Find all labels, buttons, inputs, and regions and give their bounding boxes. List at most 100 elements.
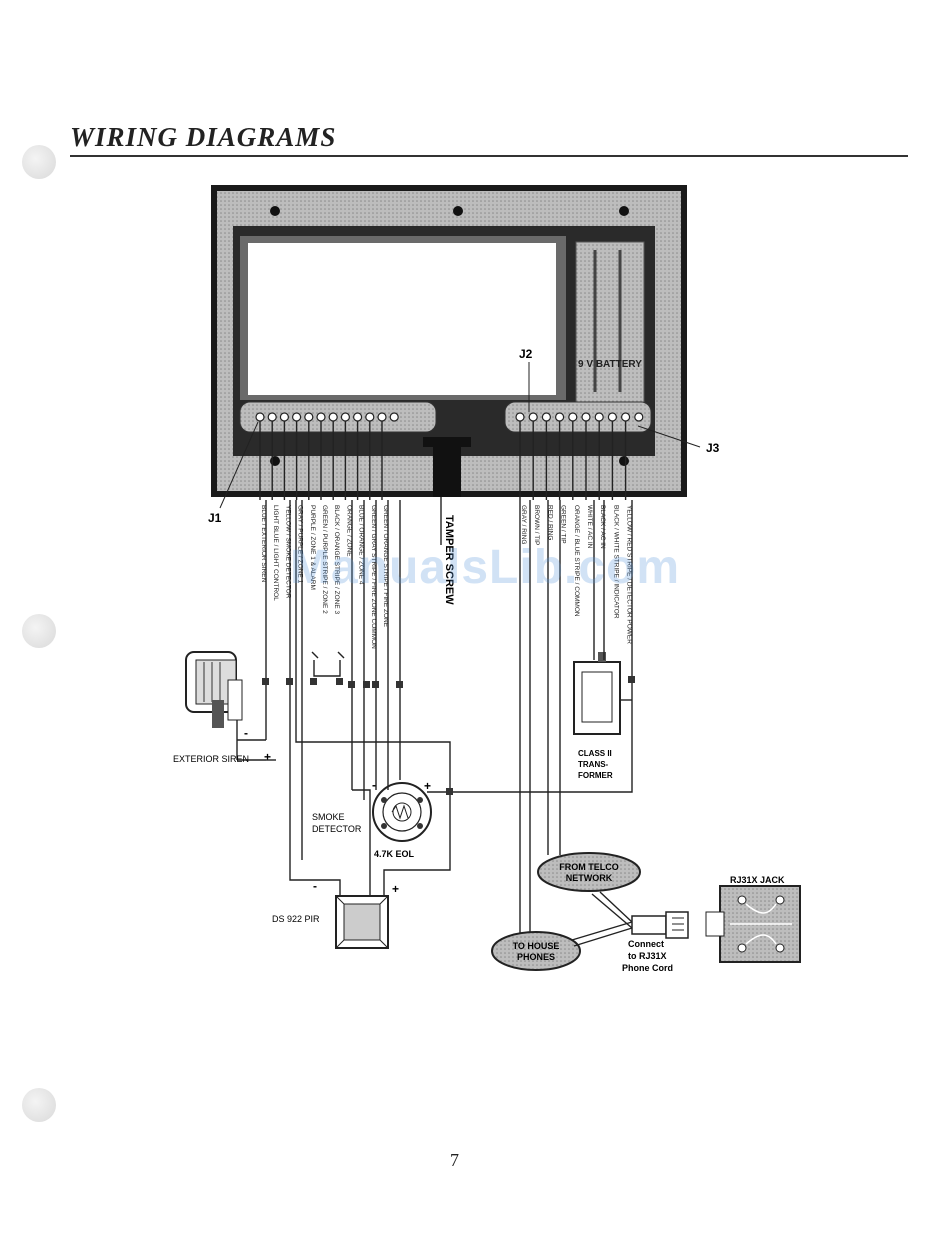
j1-terminal bbox=[267, 412, 277, 422]
class-ii-transformer bbox=[573, 652, 621, 735]
connect-label-2: to RJ31X bbox=[628, 951, 667, 961]
connector-j3-label: J3 bbox=[706, 441, 720, 455]
telco-label-1: FROM TELCO bbox=[559, 862, 619, 872]
j2-j3-wire-label: ORANGE / BLUE STRIPE / COMMON bbox=[573, 505, 580, 617]
j3-leader bbox=[637, 425, 701, 448]
punch-hole-bottom bbox=[22, 1088, 56, 1122]
mount-screw bbox=[453, 206, 463, 216]
transformer-label-1: CLASS II bbox=[578, 749, 612, 758]
connector-j2-label: J2 bbox=[519, 347, 533, 361]
tamper-bracket bbox=[423, 437, 471, 447]
j2-j3-wire-label: YELLOW / RED STRIPE / DETECTOR POWER bbox=[626, 505, 633, 644]
j1-terminal bbox=[389, 412, 399, 422]
transformer-label-3: FORMER bbox=[578, 771, 613, 780]
j2-j3-terminals bbox=[515, 412, 644, 422]
j2-j3-terminal bbox=[515, 412, 525, 422]
battery-compartment bbox=[575, 241, 645, 403]
j1-leader bbox=[219, 421, 259, 509]
j1-wire-label: BLUE / EXTERIOR SIREN bbox=[260, 505, 267, 583]
j1-wire-label: GREEN / PURPLE STRIPE / ZONE 2 bbox=[321, 505, 328, 614]
rj31x-jack bbox=[705, 885, 801, 963]
smoke-detector-label-1: SMOKE bbox=[312, 812, 345, 822]
j1-wire-label: ORANGE / ZONE bbox=[345, 505, 352, 557]
terminal-strip-j1 bbox=[239, 401, 437, 433]
j2-j3-terminal bbox=[581, 412, 591, 422]
j2-j3-wire-label: RED / RING bbox=[546, 505, 553, 540]
tamper-label: TAMPER SCREW bbox=[443, 515, 455, 605]
pir-positive: + bbox=[392, 882, 399, 896]
j2-j3-terminal bbox=[634, 412, 644, 422]
connector-j1-label: J1 bbox=[208, 511, 222, 525]
j1-wire-label: GRAY / PURPLE / ZONE 1 bbox=[297, 505, 304, 584]
punch-hole-middle bbox=[22, 614, 56, 648]
j2-j3-wire-label: GREEN / TIP bbox=[560, 505, 567, 544]
rj31x-plug bbox=[631, 911, 689, 939]
j1-terminal bbox=[353, 412, 363, 422]
smoke-positive: + bbox=[424, 779, 431, 793]
j2-j3-terminal bbox=[594, 412, 604, 422]
field-wiring bbox=[265, 500, 633, 940]
wire-splices bbox=[262, 676, 635, 795]
j1-wire-label: BLACK / ORANGE STRIPE / ZONE 3 bbox=[333, 505, 340, 614]
smoke-detector-label-2: DETECTOR bbox=[312, 824, 362, 834]
mount-screw bbox=[619, 206, 629, 216]
j2-j3-wire-label: BLACK / AC IN bbox=[599, 505, 606, 549]
j2-j3-terminal bbox=[554, 412, 565, 422]
j2-j3-wire-label: BROWN / TIP bbox=[533, 505, 540, 545]
eol-label: 4.7K EOL bbox=[374, 849, 415, 859]
page-number: 7 bbox=[450, 1150, 459, 1170]
j2-j3-wire-label: WHITE / AC IN bbox=[586, 505, 593, 549]
control-panel: 9 V BATTERY bbox=[211, 185, 687, 497]
j1-wire-label: LIGHT BLUE / LIGHT CONTROL bbox=[272, 505, 279, 601]
page-title: WIRING DIAGRAMS bbox=[70, 122, 337, 152]
j1-terminal bbox=[328, 412, 338, 422]
j1-terminal bbox=[304, 412, 314, 422]
j2-j3-terminal bbox=[541, 412, 552, 422]
phone-cord bbox=[571, 891, 633, 947]
connect-label-3: Phone Cord bbox=[622, 963, 673, 973]
siren-negative: - bbox=[244, 726, 248, 740]
display-window bbox=[248, 243, 556, 395]
j1-wire-label: GREEN / ORANGE STRIPE / FIRE ZONE bbox=[382, 505, 389, 628]
watermark: ManualsLib.com bbox=[290, 541, 681, 594]
mount-screw bbox=[270, 206, 280, 216]
j1-terminals bbox=[255, 412, 399, 422]
punch-hole-top bbox=[22, 145, 56, 179]
j1-terminal bbox=[292, 412, 302, 422]
house-phones-bubble bbox=[491, 931, 581, 971]
pir-negative: - bbox=[313, 879, 317, 893]
j1-terminal bbox=[340, 412, 350, 422]
j2-j3-terminal bbox=[528, 412, 538, 422]
title-rule bbox=[70, 155, 908, 157]
j1-wire-label: PURPLE / ZONE 1 & ALARM bbox=[309, 505, 316, 590]
j2-j3-wire-label: BLACK / WHITE STRIPE / INDICATOR bbox=[612, 505, 619, 619]
pir-sensor bbox=[335, 895, 389, 949]
j1-terminal bbox=[316, 412, 326, 422]
smoke-detector bbox=[372, 782, 432, 842]
j1-wire-label: BLUE / ORANGE / ZONE 4 bbox=[358, 505, 365, 585]
telco-network-bubble bbox=[537, 852, 641, 892]
terminal-strip-j2-j3 bbox=[504, 401, 652, 433]
j1-terminal bbox=[377, 412, 387, 422]
pir-label: DS 922 PIR bbox=[272, 914, 320, 924]
j2-j3-terminal bbox=[607, 412, 618, 422]
j1-wire-bundle bbox=[259, 421, 383, 500]
house-phones-label-2: PHONES bbox=[517, 952, 555, 962]
connect-label-1: Connect bbox=[628, 939, 664, 949]
telco-label-2: NETWORK bbox=[566, 873, 613, 883]
rj31x-jack-label: RJ31X JACK bbox=[730, 875, 785, 885]
smoke-negative: - bbox=[372, 778, 376, 792]
j2-j3-wire-bundle bbox=[519, 421, 627, 500]
tamper-post bbox=[433, 445, 461, 497]
battery-label: 9 V BATTERY bbox=[578, 359, 642, 370]
j1-terminal bbox=[279, 412, 289, 422]
j1-terminal bbox=[365, 412, 375, 422]
exterior-siren bbox=[185, 651, 266, 761]
j1-terminal bbox=[255, 412, 265, 422]
j2-j3-terminal bbox=[568, 412, 578, 422]
j1-wire-label: GREEN / GRAY STRIPE / FIRE ZONE COMMON bbox=[370, 505, 377, 649]
house-phones-label-1: TO HOUSE bbox=[513, 941, 560, 951]
j1-wire-label: YELLOW / SMOKE DETECTOR bbox=[284, 505, 291, 599]
